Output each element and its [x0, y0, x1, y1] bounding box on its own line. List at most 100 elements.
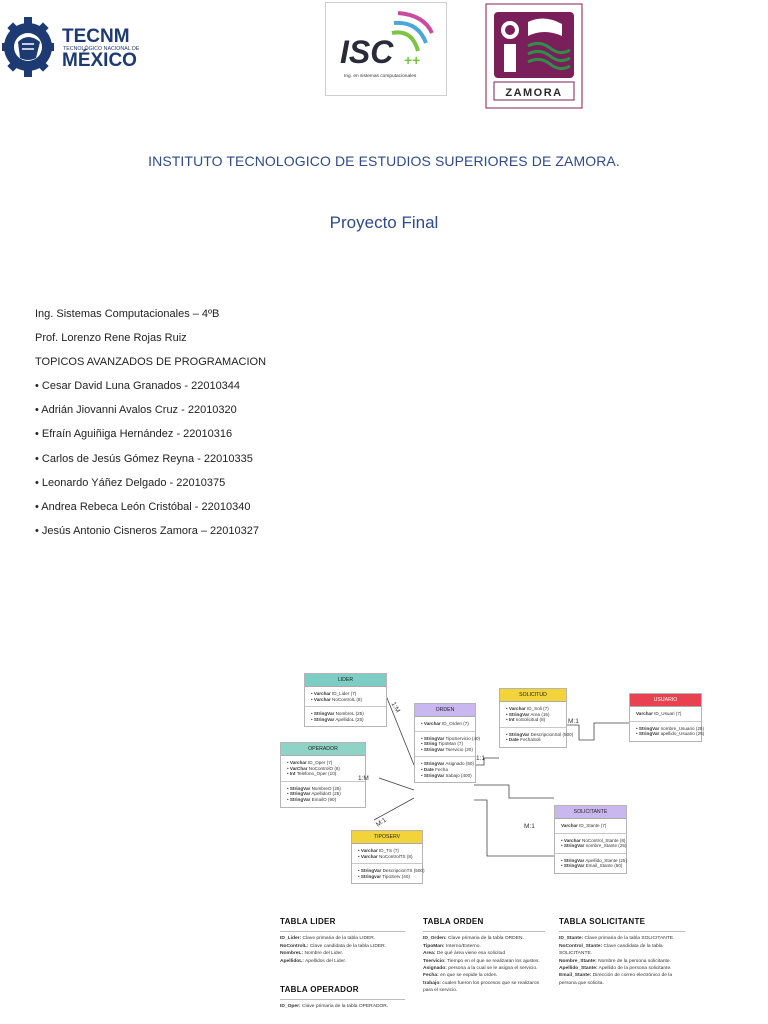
- card-line: Apellido_Stante: Apellido de la persona …: [559, 966, 672, 972]
- lider-key-row: • Varchar NoControlL (8): [311, 696, 362, 702]
- orden-attr-row: • StringVar trabajo (400): [421, 772, 472, 778]
- card-line: Fecha: en que se expide la orden.: [423, 973, 498, 979]
- student-item: • Leonardo Yáñez Delgado - 22010375: [35, 476, 226, 489]
- card-operador-title: TABLA OPERADOR: [280, 985, 359, 994]
- card-line: NoControl_Stante: Clave candidata de la …: [559, 943, 663, 957]
- institute-title: INSTITUTO TECNOLOGICO DE ESTUDIOS SUPERI…: [148, 153, 620, 169]
- usuario-key-row: Varchar ID_Usuari (7): [636, 711, 682, 716]
- entity-solicitud-title: SOLICITUD: [500, 689, 566, 702]
- operador-key-row: • Varchar ID_Oper (7): [287, 760, 333, 765]
- card-line: Tservicio: Tiempo en el que se realizara…: [423, 958, 540, 964]
- student-item: • Efraín Aguiñiga Hernández - 22010316: [35, 428, 233, 441]
- isc-logo: ISC ++ Ing. en sistemas computacionales: [325, 2, 447, 96]
- orden-attr-row: • Date Fecha: [421, 766, 448, 772]
- mexico-wordmark: MÉXICO: [62, 49, 137, 71]
- orden-key-row: • Varchar ID_Orden (7): [421, 721, 469, 726]
- card-lider-title: TABLA LIDER: [280, 917, 336, 926]
- card-solicitante: TABLA SOLICITANTE ID_Stante: Clave prima…: [559, 917, 685, 987]
- card-line: ID_Orden: Clave primaria de la tabla ORD…: [423, 936, 524, 942]
- usuario-attr-row: • StringVar nombre_Usuario (25): [636, 725, 705, 731]
- relation-label: 1:1: [476, 755, 486, 762]
- lider-attr-row: • StringVar NombreL (25): [311, 711, 364, 717]
- orden-mid-row: • StringVar TipoServicio (40): [421, 735, 481, 741]
- relation-label: M:1: [524, 823, 535, 830]
- lider-attr-row: • StringVar ApellidoL (25): [311, 716, 364, 722]
- orden-attr-row: • StringVar Asignado (50): [421, 761, 474, 767]
- card-orden-title: TABLA ORDEN: [423, 917, 484, 926]
- student-item: • Adrián Jiovanni Avalos Cruz - 22010320: [35, 404, 237, 417]
- tiposerv-key-row: • Varchar ID_TS (7): [358, 848, 399, 853]
- card-line: ApellidoL: Apellidos del Lider.: [280, 958, 347, 964]
- isc-plus: ++: [404, 52, 420, 68]
- orden-mid-row: • StringVar Tservicio (20): [421, 746, 473, 752]
- entity-solicitante: SOLICITANTE Varchar ID_Stante (7) • Varc…: [554, 805, 627, 874]
- card-lider: TABLA LIDER ID_Lider: Clave primaria de …: [280, 917, 405, 965]
- solicitante-attr-row: • StringVar Email_Stante (50): [561, 863, 623, 869]
- entity-lider-title: LIDER: [305, 674, 386, 687]
- relation-label: 1:M: [358, 775, 369, 782]
- operador-attr-row: • StringVar EmailO (90): [287, 796, 337, 802]
- tecnm-logo: TECNM TECNOLÓGICO NACIONAL DE MÉXICO: [0, 2, 222, 92]
- entity-usuario-title: USUARIO: [630, 694, 701, 707]
- solicitud-attr-row: • StringVar DescripcionSol (500): [506, 731, 574, 737]
- entity-tiposerv-title: TIPOSERV: [352, 831, 422, 844]
- tiposerv-key-row: • Varchar NoControlTS (8): [358, 853, 413, 859]
- info-block: Ing. Sistemas Computacionales – 4ºB Prof…: [35, 306, 266, 547]
- operador-key-row: • VarChar NoControlO (8): [287, 765, 340, 771]
- card-solicitante-title: TABLA SOLICITANTE: [559, 917, 646, 926]
- project-title: Proyecto Final: [329, 213, 439, 232]
- solicitante-mid-row: • Varchar NoControl_Stante (8): [561, 837, 626, 843]
- entity-usuario: USUARIO Varchar ID_Usuari (7) • StringVa…: [629, 693, 705, 742]
- solicitud-key-row: • Int noSolicitud (8): [506, 717, 546, 723]
- tecnm-subtitle: TECNOLÓGICO NACIONAL DE: [63, 45, 140, 52]
- entity-solicitud: SOLICITUD • Varchar ID_Soli (7) • String…: [499, 688, 574, 748]
- card-line: TipoMan: Interno/Externo.: [423, 943, 481, 949]
- card-line: Area: De qué área viene esa solicitud: [423, 951, 506, 957]
- usuario-attr-row: • StringVar apellido_Usuario (25): [636, 731, 705, 737]
- solicitante-key-row: Varchar ID_Stante (7): [561, 823, 607, 828]
- operador-attr-row: • StringVar ApellidoO (25): [287, 791, 341, 797]
- zamora-logo: ZAMORA: [484, 2, 584, 110]
- card-line: NombreL: Nombre del Lider.: [280, 951, 344, 957]
- subject-line: TOPICOS AVANZADOS DE PROGRAMACION: [35, 356, 267, 369]
- card-line: trabajo: cuales fueron los procesos que …: [423, 980, 540, 994]
- entity-tiposerv: TIPOSERV • Varchar ID_TS (7) • Varchar N…: [351, 830, 425, 885]
- card-line: Asignado: persona a la cual se le asigna…: [423, 966, 538, 972]
- tiposerv-attr-row: • StringVar DescripcionTS (500): [358, 868, 425, 874]
- entity-lider: LIDER • Varchar ID_Lider (7) • Varchar N…: [304, 673, 387, 728]
- card-line: Nombre_Stante: Nombre de la persona soli…: [559, 958, 671, 964]
- relation-label: M:1: [568, 718, 579, 725]
- operador-key-row: • Int Telefono_Oper (10): [287, 771, 337, 777]
- card-orden: TABLA ORDEN ID_Orden: Clave primaria de …: [423, 917, 545, 995]
- operador-attr-row: • StringVar NombreO (25): [287, 785, 341, 791]
- solicitante-mid-row: • StringVar nombre_Stante (25): [561, 843, 627, 849]
- card-line: ID_Stante: Clave primaria de la tabla SO…: [559, 936, 675, 942]
- solicitud-attr-row: • Date FechaSoli: [506, 737, 541, 743]
- entity-operador: OPERADOR • Varchar ID_Oper (7) • VarChar…: [280, 742, 366, 808]
- student-item: • Cesar David Luna Granados - 22010344: [35, 380, 241, 393]
- lider-key-row: • Varchar ID_Lider (7): [311, 691, 357, 696]
- entity-solicitante-title: SOLICITANTE: [555, 806, 626, 819]
- solicitante-attr-row: • StringVar Apellido_Stante (25): [561, 857, 627, 863]
- entity-operador-title: OPERADOR: [281, 743, 365, 756]
- card-operador: TABLA OPERADOR ID_Oper: Clave primaria d…: [280, 985, 405, 1011]
- card-line: ID_Oper: Clave primaria de la tabla OPER…: [280, 1004, 389, 1010]
- card-line: NoControlL: Clave candidata de la tabla …: [280, 943, 387, 949]
- solicitud-key-row: • StringVar Area (15): [506, 711, 550, 717]
- card-line: ID_Lider: Clave primaria de la tabla LID…: [280, 936, 376, 942]
- er-diagram: LIDER • Varchar ID_Lider (7) • Varchar N…: [274, 660, 714, 1024]
- card-line: Email_Stante: Dirección de correo electr…: [559, 973, 673, 986]
- professor-line: Prof. Lorenzo Rene Rojas Ruiz: [35, 332, 187, 345]
- entity-orden-title: ORDEN: [415, 704, 475, 717]
- zamora-wordmark: ZAMORA: [505, 87, 562, 99]
- solicitud-key-row: • Varchar ID_Soli (7): [506, 706, 549, 711]
- career-line: Ing. Sistemas Computacionales – 4ºB: [35, 308, 220, 320]
- relation-lines: [373, 692, 629, 857]
- tiposerv-attr-row: • Stringvar TipoServ (40): [358, 873, 410, 879]
- student-item: • Carlos de Jesús Gómez Reyna - 22010335: [35, 452, 253, 465]
- isc-wordmark: ISC: [340, 34, 394, 70]
- student-item: • Jesús Antonio Cisneros Zamora – 220103…: [35, 524, 259, 537]
- student-item: • Andrea Rebeca León Cristóbal - 2201034…: [35, 500, 251, 513]
- tecnm-wordmark: TECNM: [62, 26, 130, 47]
- isc-caption: Ing. en sistemas computacionales: [344, 73, 417, 79]
